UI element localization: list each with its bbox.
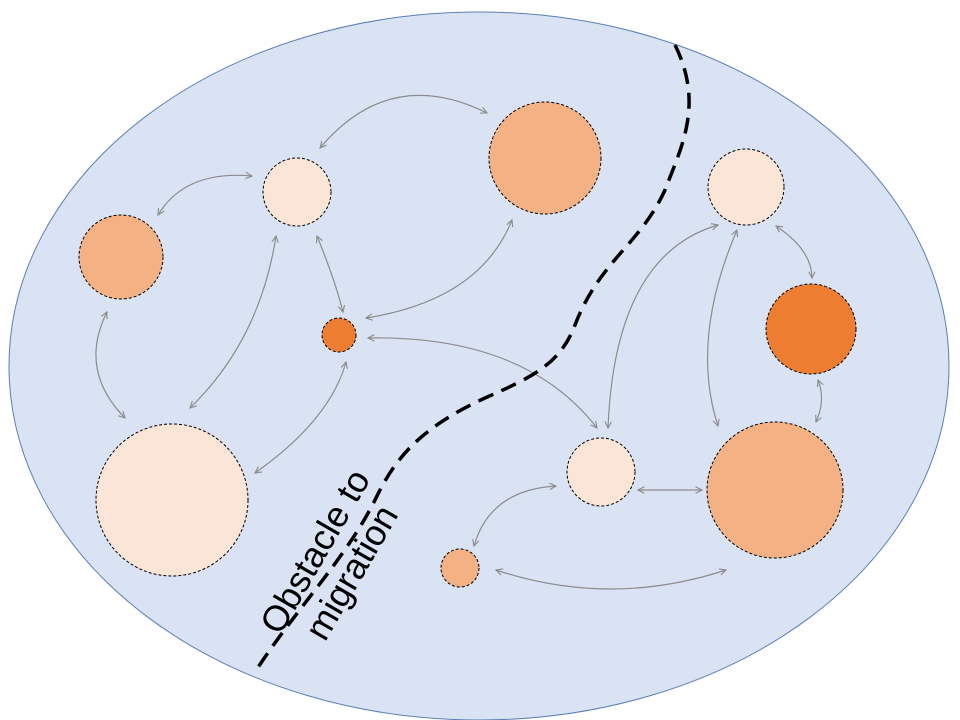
dispersal-arrow [95,312,125,418]
dispersal-arrow [366,220,512,318]
dispersal-arrow [608,225,718,428]
migration-barrier-line [253,44,691,673]
habitat-patch [706,421,844,559]
dispersal-arrow [320,94,487,148]
habitat-patch [765,283,857,375]
dispersal-arrow [776,226,812,278]
habitat-patch [95,423,249,577]
dispersal-arrow [707,230,737,426]
habitat-patches [78,101,857,588]
habitat-patch [440,548,480,588]
habitat-patch [488,101,602,215]
dispersal-arrows [95,94,822,590]
habitat-patch [707,148,785,226]
habitat-patch [321,317,357,353]
habitat-patch [262,157,332,227]
dispersal-arrow [816,380,822,422]
dispersal-arrow [158,175,252,215]
habitat-patch [566,437,636,507]
dispersal-arrow [474,486,556,546]
habitat-patch [78,214,164,300]
dispersal-arrow [368,338,597,428]
dispersal-arrow [255,362,346,473]
dispersal-arrow [190,236,276,408]
dispersal-arrow [496,570,726,590]
dispersal-arrow [317,236,343,312]
